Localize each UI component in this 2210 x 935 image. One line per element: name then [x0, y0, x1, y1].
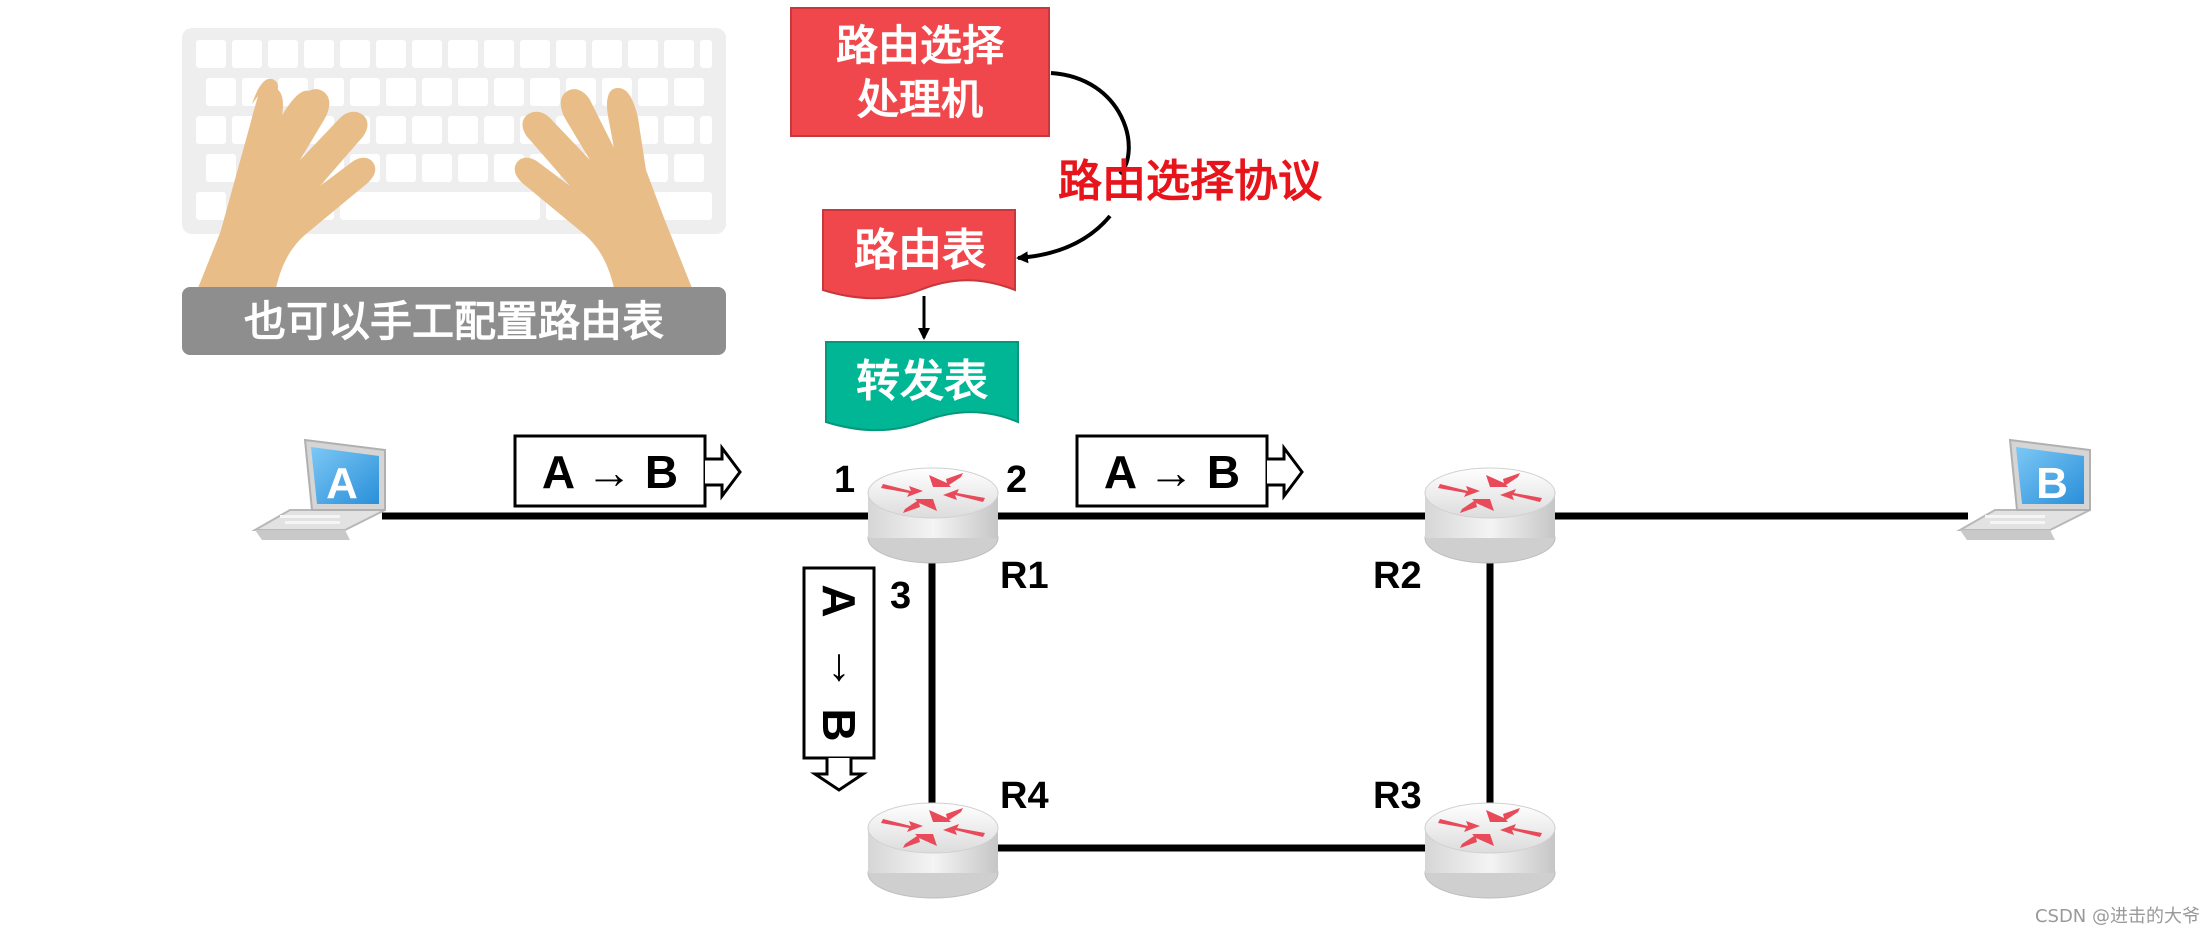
packet-down: A B ↓ — [802, 566, 876, 792]
keyboard-key — [494, 78, 524, 106]
router-r1-icon — [867, 467, 999, 564]
forwarding-table: 转发表 — [825, 341, 1019, 432]
host-b-label: B — [2036, 459, 2068, 508]
protocol-arrow-lower — [1016, 214, 1112, 264]
keyboard-key — [412, 40, 442, 68]
keyboard-key — [556, 40, 586, 68]
forwarding-table-label: 转发表 — [856, 356, 988, 407]
keyboard-key — [448, 40, 478, 68]
links — [382, 512, 1968, 852]
keyboard-key — [268, 40, 298, 68]
keyboard-key — [448, 116, 478, 144]
protocol-arrow — [1050, 71, 1131, 176]
port-1-label: 1 — [834, 459, 855, 501]
packet-down-arrow: ↓ — [828, 638, 851, 690]
keyboard-key — [340, 40, 370, 68]
router-r3-label: R3 — [1373, 775, 1422, 817]
keyboard-key — [674, 78, 704, 106]
keyboard-hands-illustration: 也可以手工配置路由表 — [182, 28, 726, 355]
keyboard-key — [196, 116, 226, 144]
keyboard-key — [484, 40, 514, 68]
keyboard-key — [196, 40, 226, 68]
router-r1-label: R1 — [1000, 555, 1049, 597]
packet-left-label: A → B — [542, 446, 678, 498]
host-b-laptop-icon: B — [1956, 438, 2091, 540]
router-r4-icon — [867, 802, 999, 899]
router-r4-label: R4 — [1000, 775, 1049, 817]
routing-processor: 路由选择 处理机 — [790, 7, 1050, 137]
keyboard-key — [422, 154, 452, 182]
keyboard-key — [458, 78, 488, 106]
keyboard-key — [196, 192, 226, 220]
host-a-laptop-icon: A — [251, 438, 386, 540]
keyboard-key — [422, 78, 452, 106]
packet-right-label: A → B — [1104, 446, 1240, 498]
keyboard-key — [664, 40, 694, 68]
routing-processor-label-2: 处理机 — [857, 75, 983, 124]
keyboard-key — [700, 116, 712, 144]
keyboard-key — [674, 154, 704, 182]
packet-down-label-b: B — [813, 708, 865, 741]
router-r3-icon — [1424, 802, 1556, 899]
keyboard-key — [386, 78, 416, 106]
keyboard-key — [206, 78, 236, 106]
keyboard-key — [628, 40, 658, 68]
keyboard-key — [232, 40, 262, 68]
packet-down-label-a: A — [813, 584, 865, 617]
watermark: CSDN @进击的大爷 — [2035, 906, 2200, 927]
hands-icon — [198, 78, 692, 288]
keyboard-key — [530, 78, 560, 106]
packet-right: A → B — [1075, 434, 1304, 508]
port-2-label: 2 — [1006, 459, 1027, 501]
keyboard-key — [700, 40, 712, 68]
keyboard-key — [340, 192, 540, 220]
keyboard-key — [412, 116, 442, 144]
keyboard-key — [638, 78, 668, 106]
keyboard-key — [350, 78, 380, 106]
keyboard-key — [484, 116, 514, 144]
keyboard-key — [592, 40, 622, 68]
keyboard-key — [520, 40, 550, 68]
manual-config-caption: 也可以手工配置路由表 — [244, 297, 664, 346]
routing-table: 路由表 — [822, 209, 1016, 300]
keyboard-key — [304, 40, 334, 68]
keyboard-key — [376, 116, 406, 144]
routing-processor-label-1: 路由选择 — [836, 21, 1005, 70]
routing-table-label: 路由表 — [854, 225, 986, 276]
keyboard-key — [206, 154, 236, 182]
routing-protocol-label: 路由选择协议 — [1058, 156, 1323, 207]
caption-box — [182, 287, 726, 355]
keyboard-key — [664, 116, 694, 144]
keyboard-key — [458, 154, 488, 182]
keyboard-key — [386, 154, 416, 182]
packet-left: A → B — [513, 434, 742, 508]
port-3-label: 3 — [890, 575, 911, 617]
router-r2-label: R2 — [1373, 555, 1422, 597]
router-r2-icon — [1424, 467, 1556, 564]
keyboard-key — [376, 40, 406, 68]
host-a-label: A — [326, 459, 358, 508]
